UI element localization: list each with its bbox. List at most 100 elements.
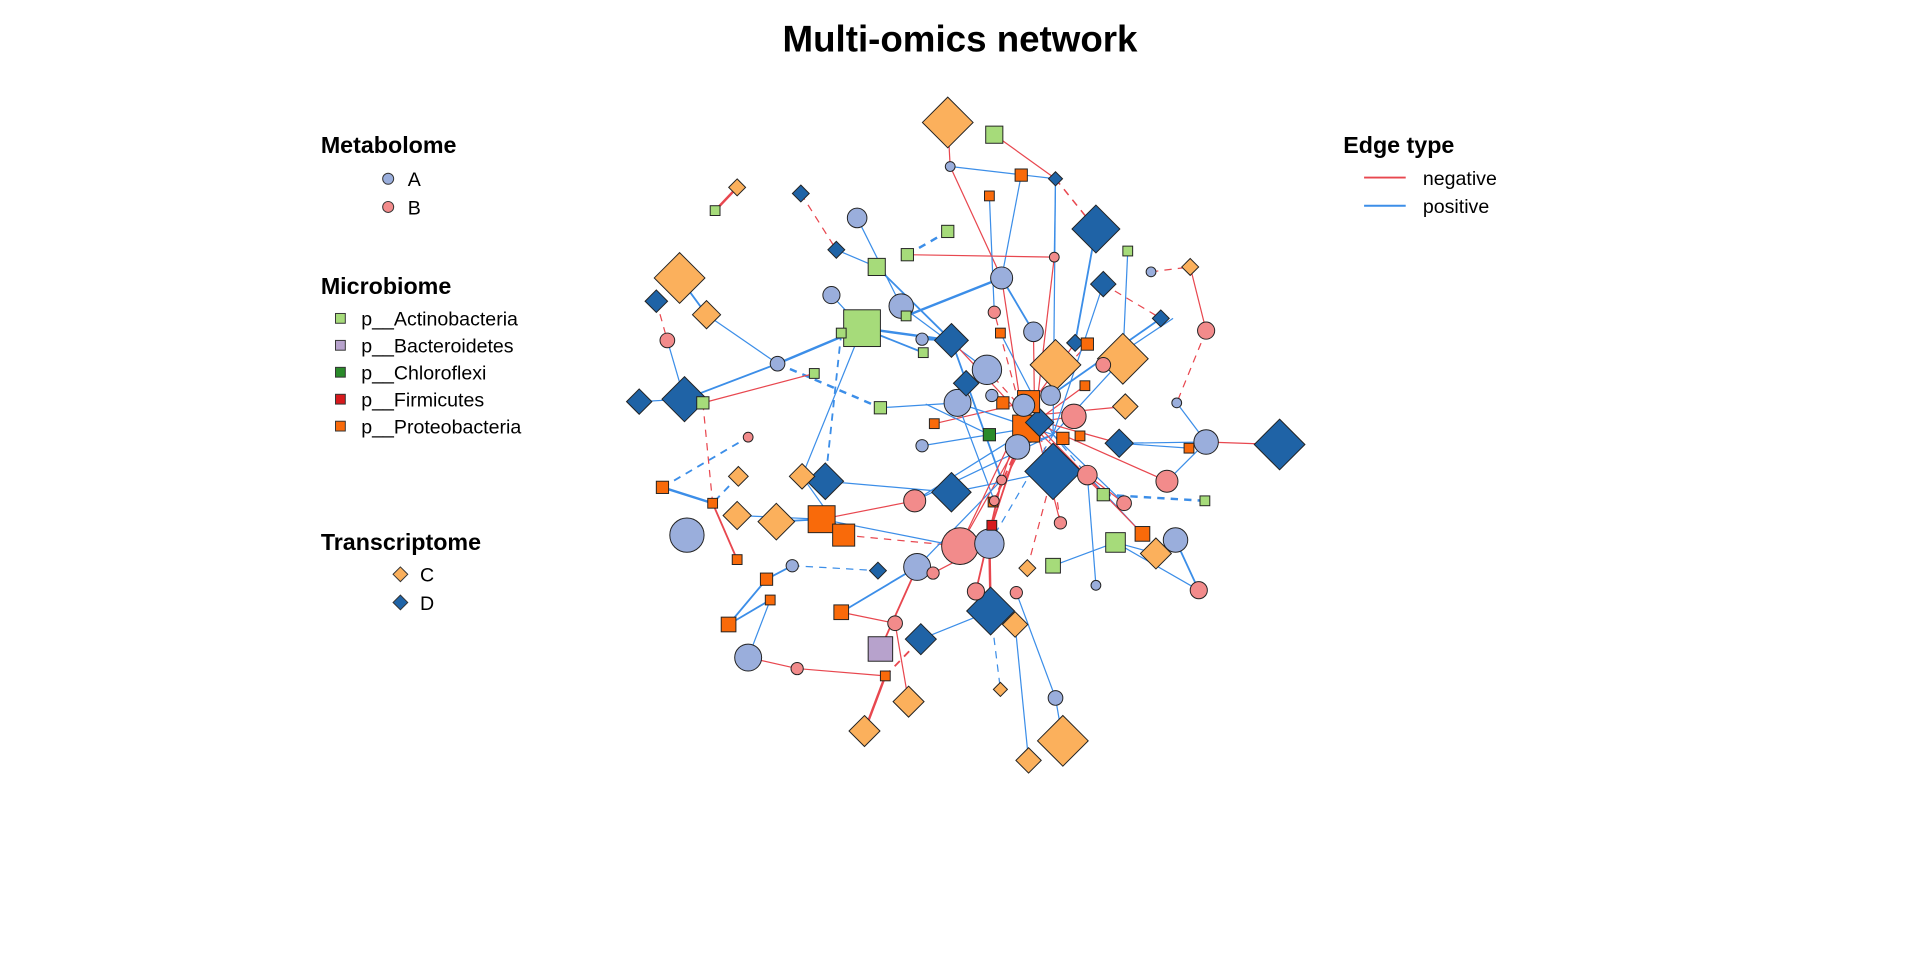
node-metabolome-a (985, 388, 999, 403)
node-actinobacteria (1122, 245, 1134, 257)
edge-positive (950, 165, 1056, 180)
node-metabolome-b (742, 431, 754, 443)
node-transcriptome-c (921, 96, 974, 149)
legend-diamond-icon (392, 566, 409, 583)
node-proteobacteria (879, 670, 891, 682)
node-transcriptome-d (965, 586, 1016, 636)
edge-negative (843, 534, 961, 547)
edge-positive (905, 276, 1003, 318)
node-proteobacteria (1074, 430, 1086, 442)
node-transcriptome-c (691, 299, 722, 330)
node-transcriptome-c (1018, 559, 1037, 578)
node-actinobacteria (709, 205, 721, 216)
edge-negative (1102, 283, 1162, 319)
node-metabolome-a (943, 388, 972, 417)
node-metabolome-a (1047, 690, 1064, 706)
node-metabolome-a (971, 354, 1003, 385)
node-actinobacteria (900, 248, 914, 262)
node-proteobacteria (1080, 337, 1094, 351)
legend-label: B (408, 197, 421, 219)
edge-positive (921, 427, 1027, 447)
edge-negative (797, 667, 886, 677)
node-metabolome-a (944, 161, 956, 172)
node-transcriptome-d (1253, 418, 1306, 471)
legend-label: C (420, 565, 434, 587)
node-proteobacteria (1014, 168, 1028, 182)
edge-positive (1052, 541, 1116, 567)
node-metabolome-a (1090, 579, 1102, 591)
legend-label: p__Actinobacteria (361, 309, 518, 331)
legend-square-icon (335, 366, 346, 378)
edge-positive (825, 480, 952, 493)
node-actinobacteria (1096, 488, 1110, 502)
node-transcriptome-c (892, 685, 925, 718)
node-transcriptome-d (625, 388, 653, 415)
edge-positive (988, 195, 995, 313)
node-metabolome-b (988, 495, 1000, 507)
node-transcriptome-c (1181, 257, 1200, 277)
node-transcriptome-d (806, 462, 845, 501)
node-proteobacteria (832, 523, 856, 547)
node-proteobacteria (807, 505, 836, 534)
edge-positive (661, 436, 749, 489)
edge-negative (821, 500, 915, 520)
node-metabolome-a (769, 355, 786, 372)
node-transcriptome-c (1036, 714, 1089, 767)
node-actinobacteria (1105, 532, 1126, 553)
legend-label: p__Proteobacteria (361, 416, 521, 438)
node-metabolome-a (1145, 266, 1157, 278)
node-transcriptome-c (788, 462, 816, 490)
edge-positive (916, 479, 1003, 568)
node-metabolome-b (926, 566, 940, 580)
node-proteobacteria (720, 616, 737, 633)
node-proteobacteria (764, 594, 776, 606)
node-metabolome-a (1023, 321, 1044, 343)
node-transcriptome-c (992, 681, 1009, 698)
legend-edge-type: Edge type negative positive (1343, 132, 1497, 218)
node-transcriptome-d (1151, 309, 1170, 328)
legend-circle-icon (382, 172, 395, 185)
edge-negative (990, 446, 1019, 526)
legend-diamond-icon (392, 594, 409, 611)
node-metabolome-b (1155, 469, 1179, 493)
legend-title: Microbiome (321, 273, 452, 299)
node-proteobacteria (655, 480, 670, 494)
edge-negative (702, 372, 815, 404)
node-transcriptome-c (1015, 747, 1042, 774)
node-metabolome-a (974, 528, 1005, 559)
node-metabolome-a (1040, 385, 1061, 406)
legend-square-icon (335, 420, 346, 432)
legend-microbiome: Microbiome p__Actinobacteria p__Bacteroi… (321, 273, 522, 439)
node-metabolome-a (903, 552, 932, 581)
node-metabolome-b (887, 615, 903, 632)
legend-square-icon (335, 339, 346, 351)
node-transcriptome-d (791, 184, 810, 203)
node-transcriptome-d (904, 623, 937, 656)
node-metabolome-a (1171, 397, 1183, 409)
node-metabolome-b (659, 332, 676, 349)
node-actinobacteria (900, 310, 912, 322)
edge-negative (1054, 178, 1097, 230)
node-proteobacteria (833, 604, 850, 621)
node-proteobacteria (1134, 526, 1151, 542)
legend-label: A (408, 169, 422, 191)
edge-negative (949, 166, 1003, 279)
edge-negative (1176, 330, 1207, 404)
node-metabolome-a (990, 266, 1014, 290)
legend-title: Edge type (1343, 132, 1454, 158)
legend-transcriptome: Transcriptome C D (321, 529, 481, 615)
node-metabolome-b (1189, 581, 1208, 600)
node-actinobacteria (917, 347, 929, 359)
node-transcriptome-d (1024, 407, 1055, 438)
edge-negative (907, 254, 1055, 258)
node-metabolome-a (785, 559, 799, 573)
legend-label: negative (1423, 168, 1497, 190)
node-transcriptome-c (653, 251, 706, 304)
node-proteobacteria (759, 572, 774, 586)
legend-label: p__Chloroflexi (361, 363, 486, 385)
node-transcriptome-c (757, 502, 796, 541)
edge-positive (706, 314, 778, 365)
legend-label: D (420, 593, 434, 615)
legend-circle-icon (382, 200, 395, 213)
node-transcriptome-d (931, 471, 972, 513)
